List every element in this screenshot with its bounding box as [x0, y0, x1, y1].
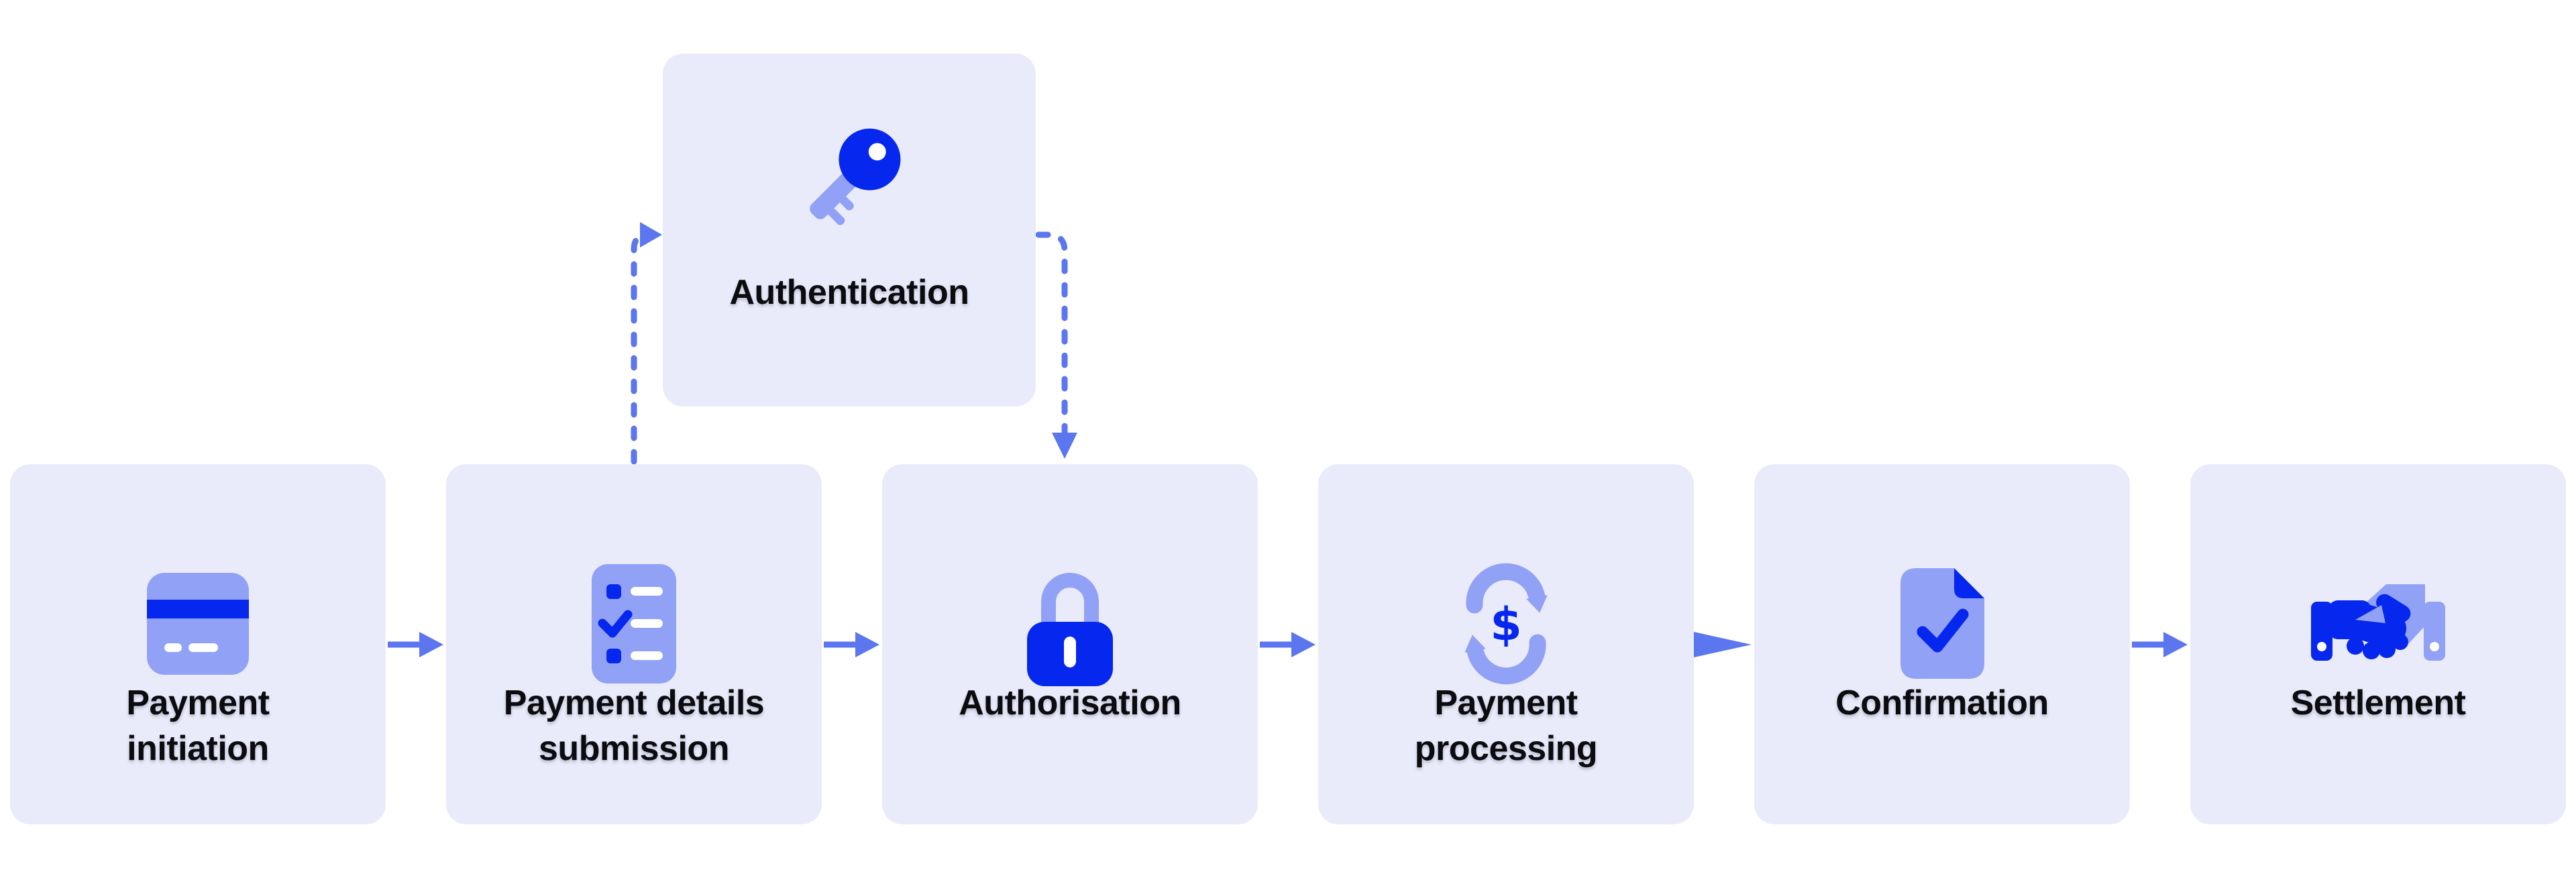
step-label: Authorisation: [959, 684, 1181, 722]
step-payment-initiation: Payment initiation: [10, 464, 386, 824]
money-cycle-icon: $: [1318, 558, 1694, 689]
padlock-icon: [882, 558, 1258, 689]
dollar-sign: $: [1490, 598, 1521, 651]
credit-card-icon: [10, 558, 386, 689]
step-label: Payment details submission: [503, 684, 765, 768]
step-label: Payment initiation: [126, 684, 270, 768]
step-confirmation: Confirmation: [1754, 464, 2130, 824]
step-settlement: Settlement: [2190, 464, 2566, 824]
step-authorisation: Authorisation: [882, 464, 1258, 824]
dashed-arrow-down-icon: [1035, 231, 1077, 459]
step-label: Settlement: [2290, 684, 2466, 722]
step-label: Authentication: [729, 273, 969, 312]
checklist-icon: [446, 558, 822, 689]
dashed-arrow-up-icon: [631, 222, 662, 465]
key-icon: [663, 114, 1036, 245]
step-label: Confirmation: [1835, 684, 2049, 722]
handshake-icon: [2190, 558, 2566, 689]
solid-arrow-icon: [388, 632, 2188, 657]
document-check-icon: [1754, 558, 2130, 689]
step-payment-details-submission: Payment details submission: [446, 464, 822, 824]
step-label: Payment processing: [1414, 684, 1598, 768]
step-payment-processing: $ Payment processing: [1318, 464, 1694, 824]
step-authentication: Authentication: [663, 54, 1036, 406]
